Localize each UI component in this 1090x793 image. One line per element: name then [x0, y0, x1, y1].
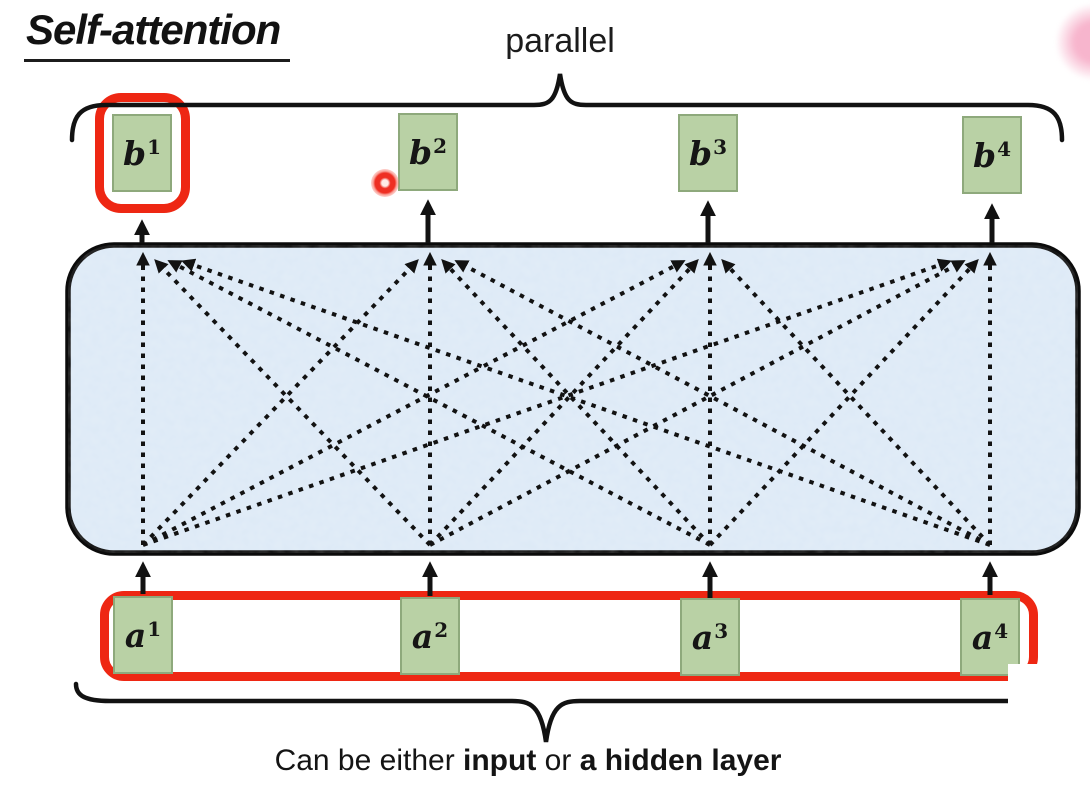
output-label-b1: b: [123, 133, 147, 173]
bottom-caption: Can be either input or a hidden layer: [0, 744, 1056, 778]
caption-part1: Can be either: [274, 744, 464, 777]
highlight-rect-input-row: [100, 591, 1038, 681]
input-label-a4: a: [971, 617, 994, 657]
input-label-a2: a: [411, 616, 434, 656]
output-sup-b3: 3: [713, 135, 727, 159]
caption-part4: a hidden layer: [579, 744, 782, 777]
output-sup-b1: 1: [147, 135, 161, 159]
caption-part2: input: [463, 744, 537, 777]
output-label-b4: b: [973, 135, 997, 175]
white-occlusion-patch: [1008, 664, 1090, 748]
input-label-a1: a: [124, 615, 147, 655]
laser-pointer-dot: [371, 169, 399, 197]
output-label-b2: b: [409, 132, 433, 172]
caption-part3: or: [536, 744, 580, 777]
page-title: Self-attention: [24, 6, 291, 62]
top-brace: [69, 73, 1065, 143]
output-arrows: [133, 199, 1001, 243]
output-sup-b2: 2: [433, 134, 447, 158]
input-sup-a4: 4: [994, 619, 1009, 643]
input-arrows: [134, 561, 999, 598]
input-sup-a2: 2: [434, 618, 449, 642]
output-sup-b4: 4: [997, 137, 1011, 161]
input-sup-a1: 1: [147, 617, 162, 641]
parallel-label: parallel: [505, 22, 615, 60]
highlight-rect-b1: [95, 93, 190, 213]
output-label-b3: b: [689, 133, 713, 173]
dotted-attention-arrows: [136, 251, 997, 547]
input-sup-a3: 3: [714, 619, 729, 643]
input-label-a3: a: [691, 617, 714, 657]
